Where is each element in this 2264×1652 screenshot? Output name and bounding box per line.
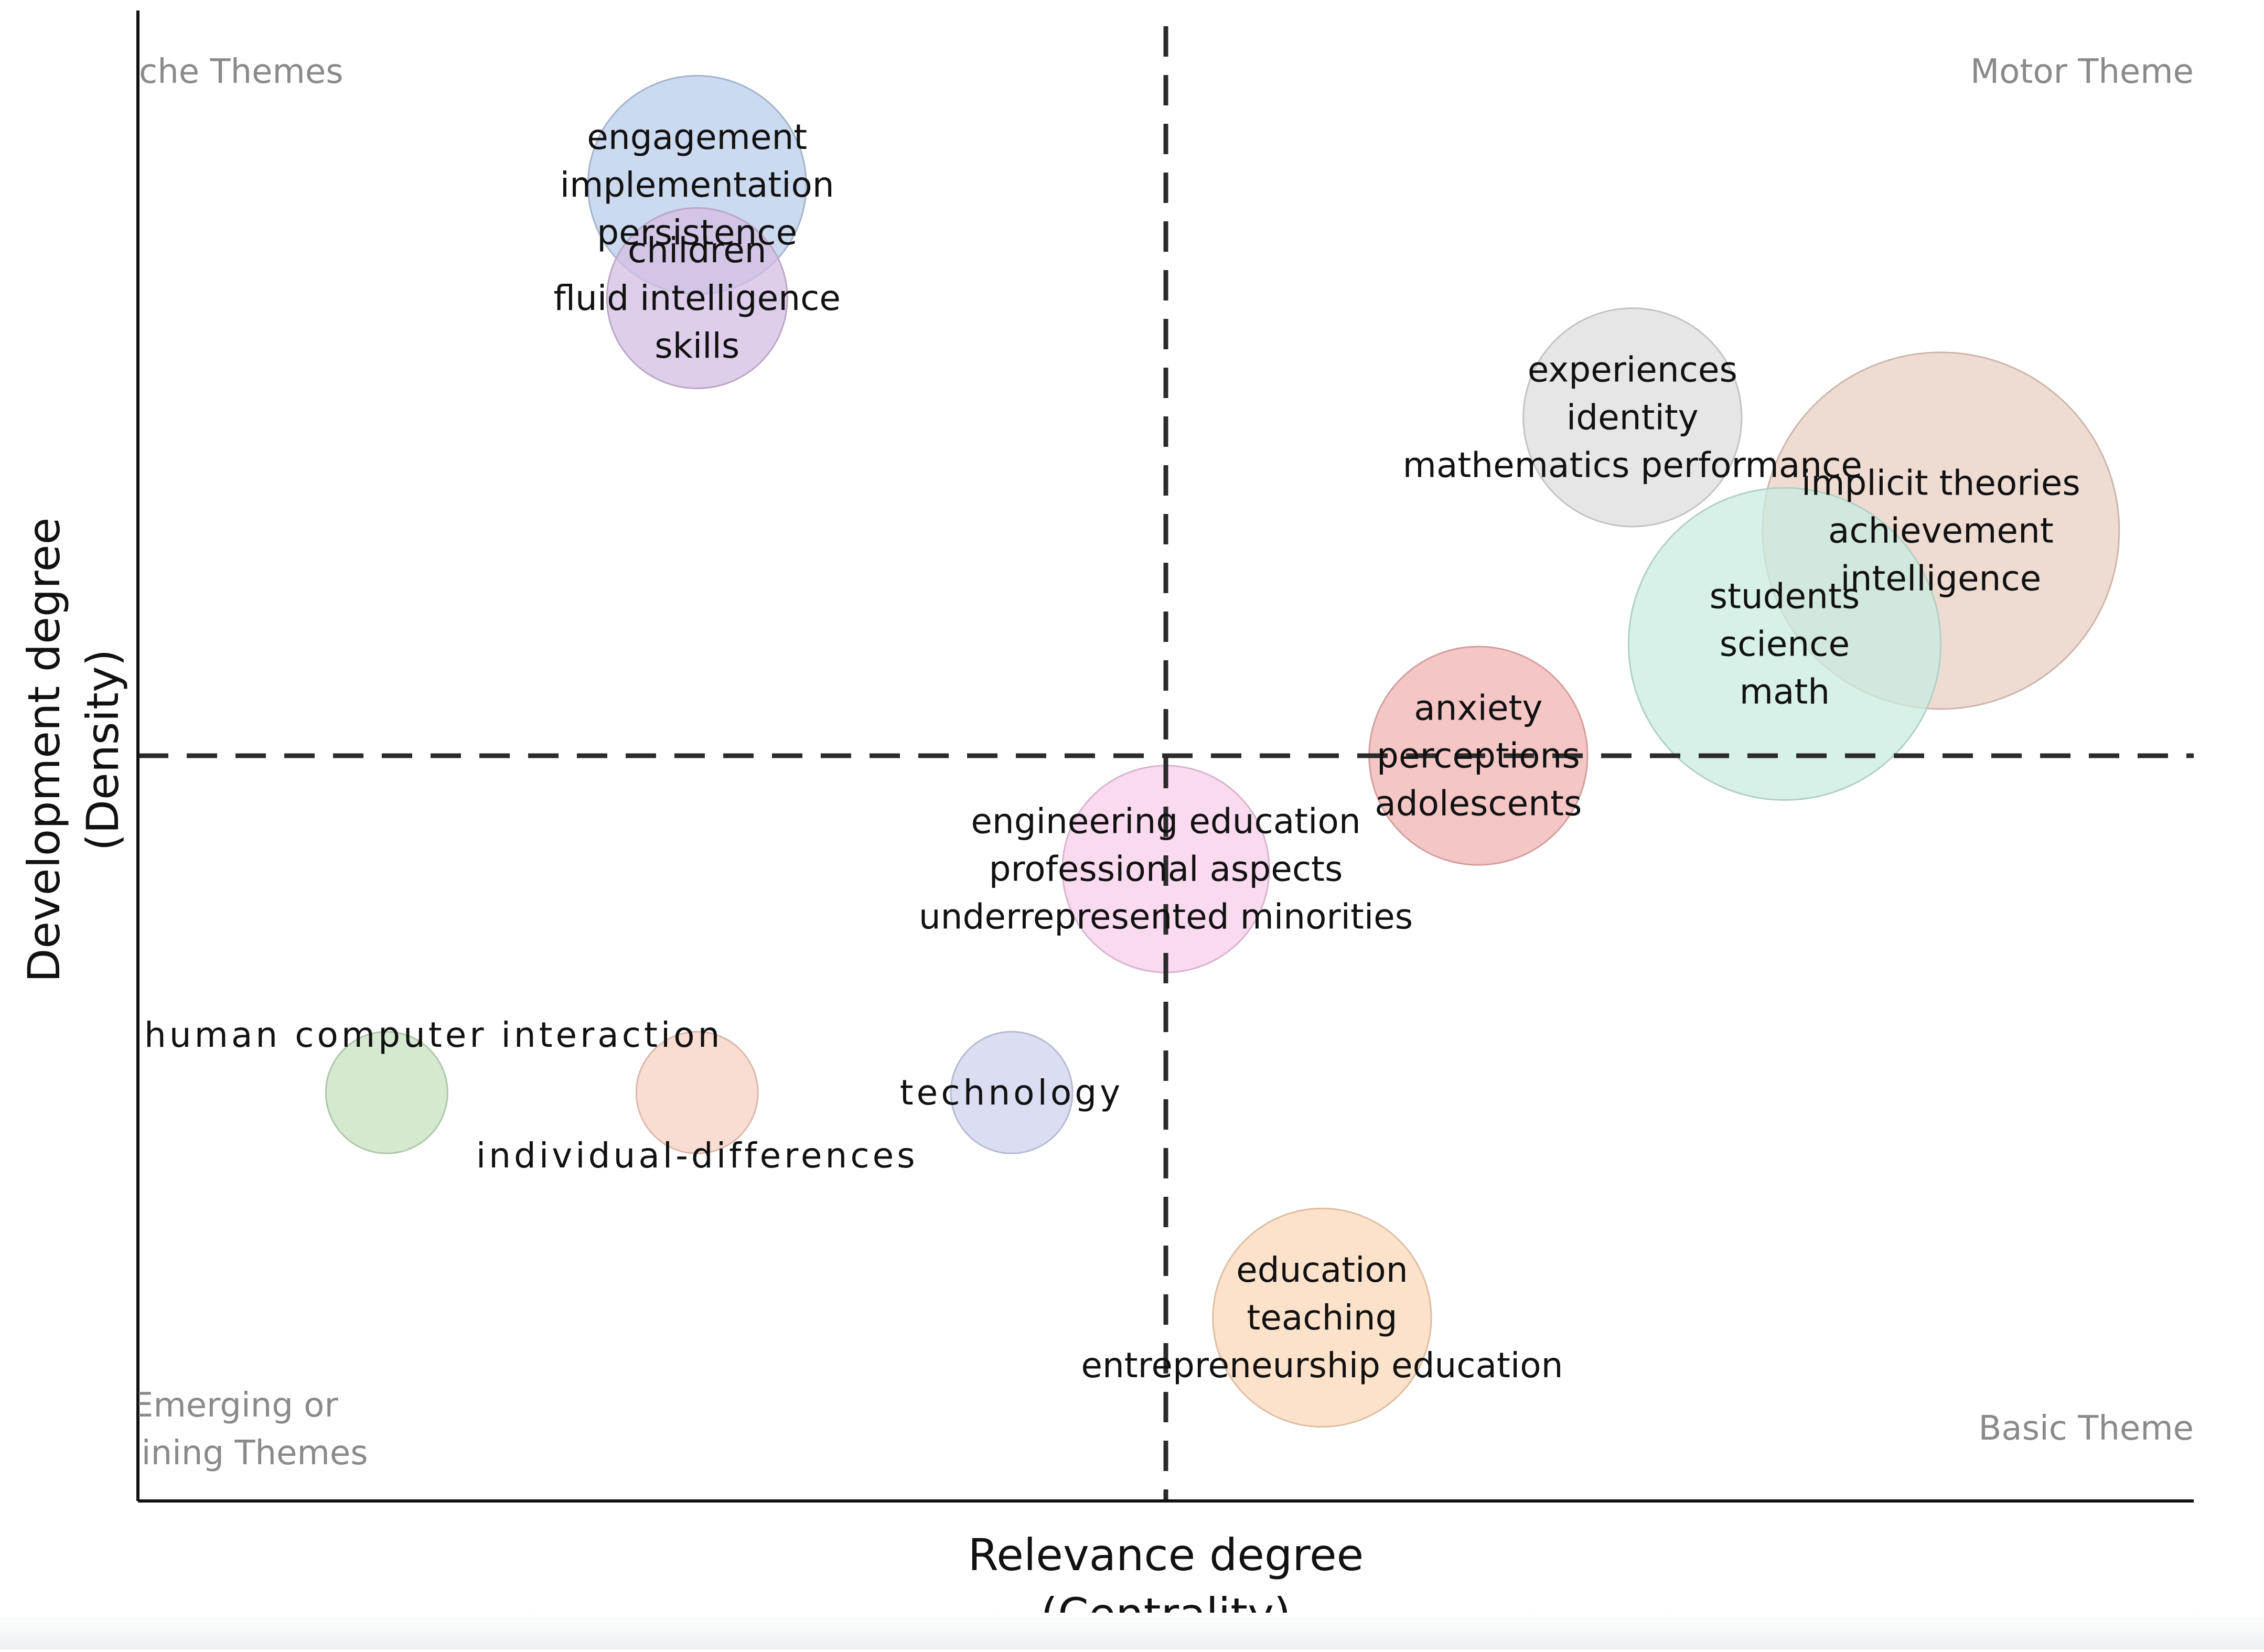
cluster-bubble-8 xyxy=(325,1031,448,1154)
cluster-4-label-1: implicit theories xyxy=(1801,463,2080,503)
cluster-7-label-3: underrepresented minorities xyxy=(919,896,1413,937)
y-axis-title-line-2: (Density) xyxy=(77,649,128,851)
y-axis-title: Development degree(Density) xyxy=(18,518,128,983)
quadrant-label-top-left: che Themes xyxy=(139,52,344,91)
x-axis-title-line-1: Relevance degree xyxy=(968,1529,1364,1581)
quadrant-label-bottom-right: Basic Theme xyxy=(1978,1409,2194,1448)
cluster-5-label-1: students xyxy=(1710,576,1860,616)
cluster-11-label-1: education xyxy=(1236,1250,1408,1290)
cluster-3-label-1: experiences xyxy=(1528,349,1737,390)
cluster-2-label-3: skills xyxy=(654,326,739,366)
cluster-11-label-2: teaching xyxy=(1247,1297,1397,1338)
cluster-bubble-9 xyxy=(635,1031,759,1154)
cluster-4-label-2: achievement xyxy=(1828,510,2054,551)
cluster-1-label-1: engagement xyxy=(587,117,807,157)
quadrant-label-bottom-left: Emerging or xyxy=(132,1386,338,1425)
cluster-8-label-1: human computer interaction xyxy=(144,1015,723,1055)
y-axis-title-line-1: Development degree xyxy=(18,518,70,983)
bottom-fade-strip xyxy=(0,1613,2264,1649)
bubbles-layer xyxy=(325,74,2120,1428)
cluster-bubble-5 xyxy=(1627,487,1942,801)
cluster-1-label-3: persistence xyxy=(597,212,797,253)
reference-lines-layer xyxy=(138,26,2194,1501)
cluster-3-label-3: mathematics performance xyxy=(1403,445,1862,485)
cluster-bubble-2 xyxy=(606,207,788,390)
cluster-2-label-2: fluid intelligence xyxy=(553,278,841,318)
cluster-1-label-2: implementation xyxy=(560,165,834,205)
cluster-5-label-2: science xyxy=(1720,624,1850,664)
cluster-5-label-3: math xyxy=(1740,671,1830,712)
cluster-7-label-1: engineering education xyxy=(971,801,1360,841)
cluster-11-label-3: entrepreneurship education xyxy=(1081,1345,1563,1386)
cluster-7-label-2: professional aspects xyxy=(989,849,1343,889)
axes-layer xyxy=(136,10,2194,1503)
cluster-bubble-3 xyxy=(1522,307,1743,528)
cluster-bubble-11 xyxy=(1212,1207,1432,1428)
cluster-6-label-2: perceptions xyxy=(1377,736,1580,776)
cluster-9-label-1: individual-differences xyxy=(476,1135,918,1176)
quadrant-label-top-right: Motor Theme xyxy=(1970,52,2194,91)
cluster-6-label-3: adolescents xyxy=(1375,784,1582,824)
quadrant-label-bottom-left: lining Themes xyxy=(132,1434,368,1473)
cluster-4-label-3: intelligence xyxy=(1840,558,2041,598)
cluster-bubble-10 xyxy=(950,1031,1074,1154)
cluster-2-label-1: children xyxy=(628,230,767,271)
cluster-6-label-1: anxiety xyxy=(1414,688,1542,728)
cluster-3-label-2: identity xyxy=(1566,397,1699,437)
cluster-10-label-1: technology xyxy=(900,1072,1123,1113)
